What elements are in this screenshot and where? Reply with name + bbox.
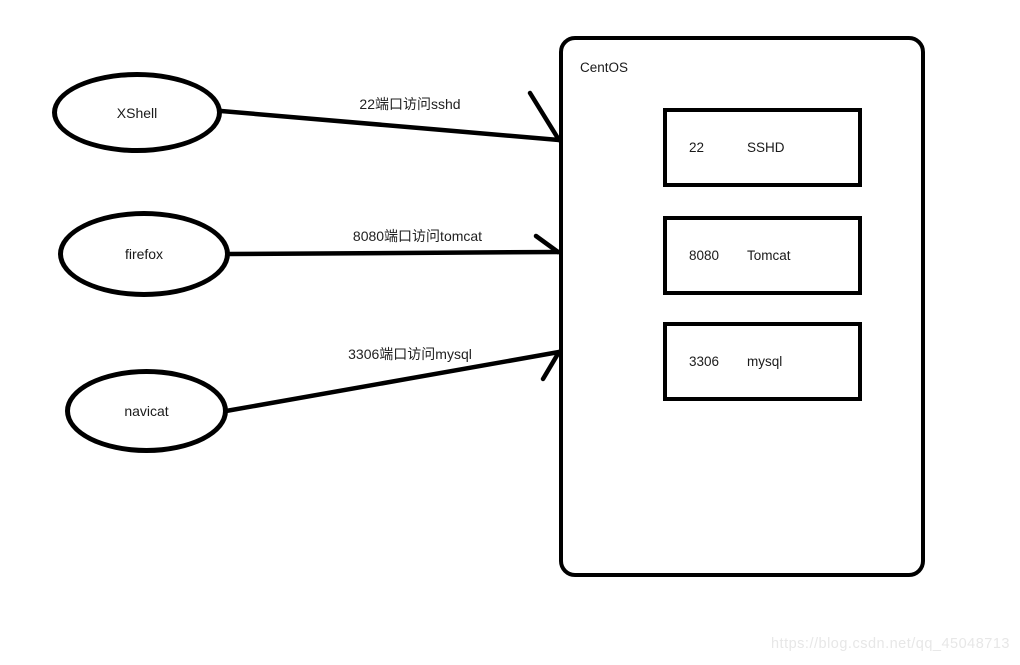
service-box-sshd: 22 SSHD <box>663 108 862 187</box>
service-port-tomcat: 8080 <box>689 248 720 263</box>
service-box-tomcat: 8080 Tomcat <box>663 216 862 295</box>
watermark-url: https://blog.csdn.net/qq_45048713 <box>770 636 1010 652</box>
client-node-navicat: navicat <box>65 369 228 453</box>
client-node-firefox: firefox <box>58 211 230 297</box>
connection-label-sshd: 22端口访问sshd <box>359 96 461 112</box>
client-node-xshell: XShell <box>52 72 222 153</box>
client-label-xshell: XShell <box>116 104 158 121</box>
connection-label-mysql: 3306端口访问mysql <box>348 346 472 362</box>
client-label-navicat: navicat <box>124 403 169 419</box>
connection-label-tomcat: 8080端口访问tomcat <box>352 228 483 244</box>
service-name-tomcat: Tomcat <box>747 248 791 263</box>
client-label-firefox: firefox <box>124 246 164 262</box>
server-title: CentOS <box>580 60 629 75</box>
service-name-mysql: mysql <box>747 354 783 369</box>
service-port-mysql: 3306 <box>689 354 720 369</box>
service-port-sshd: 22 <box>689 140 705 155</box>
service-box-mysql: 3306 mysql <box>663 322 862 401</box>
service-name-sshd: SSHD <box>747 140 785 155</box>
